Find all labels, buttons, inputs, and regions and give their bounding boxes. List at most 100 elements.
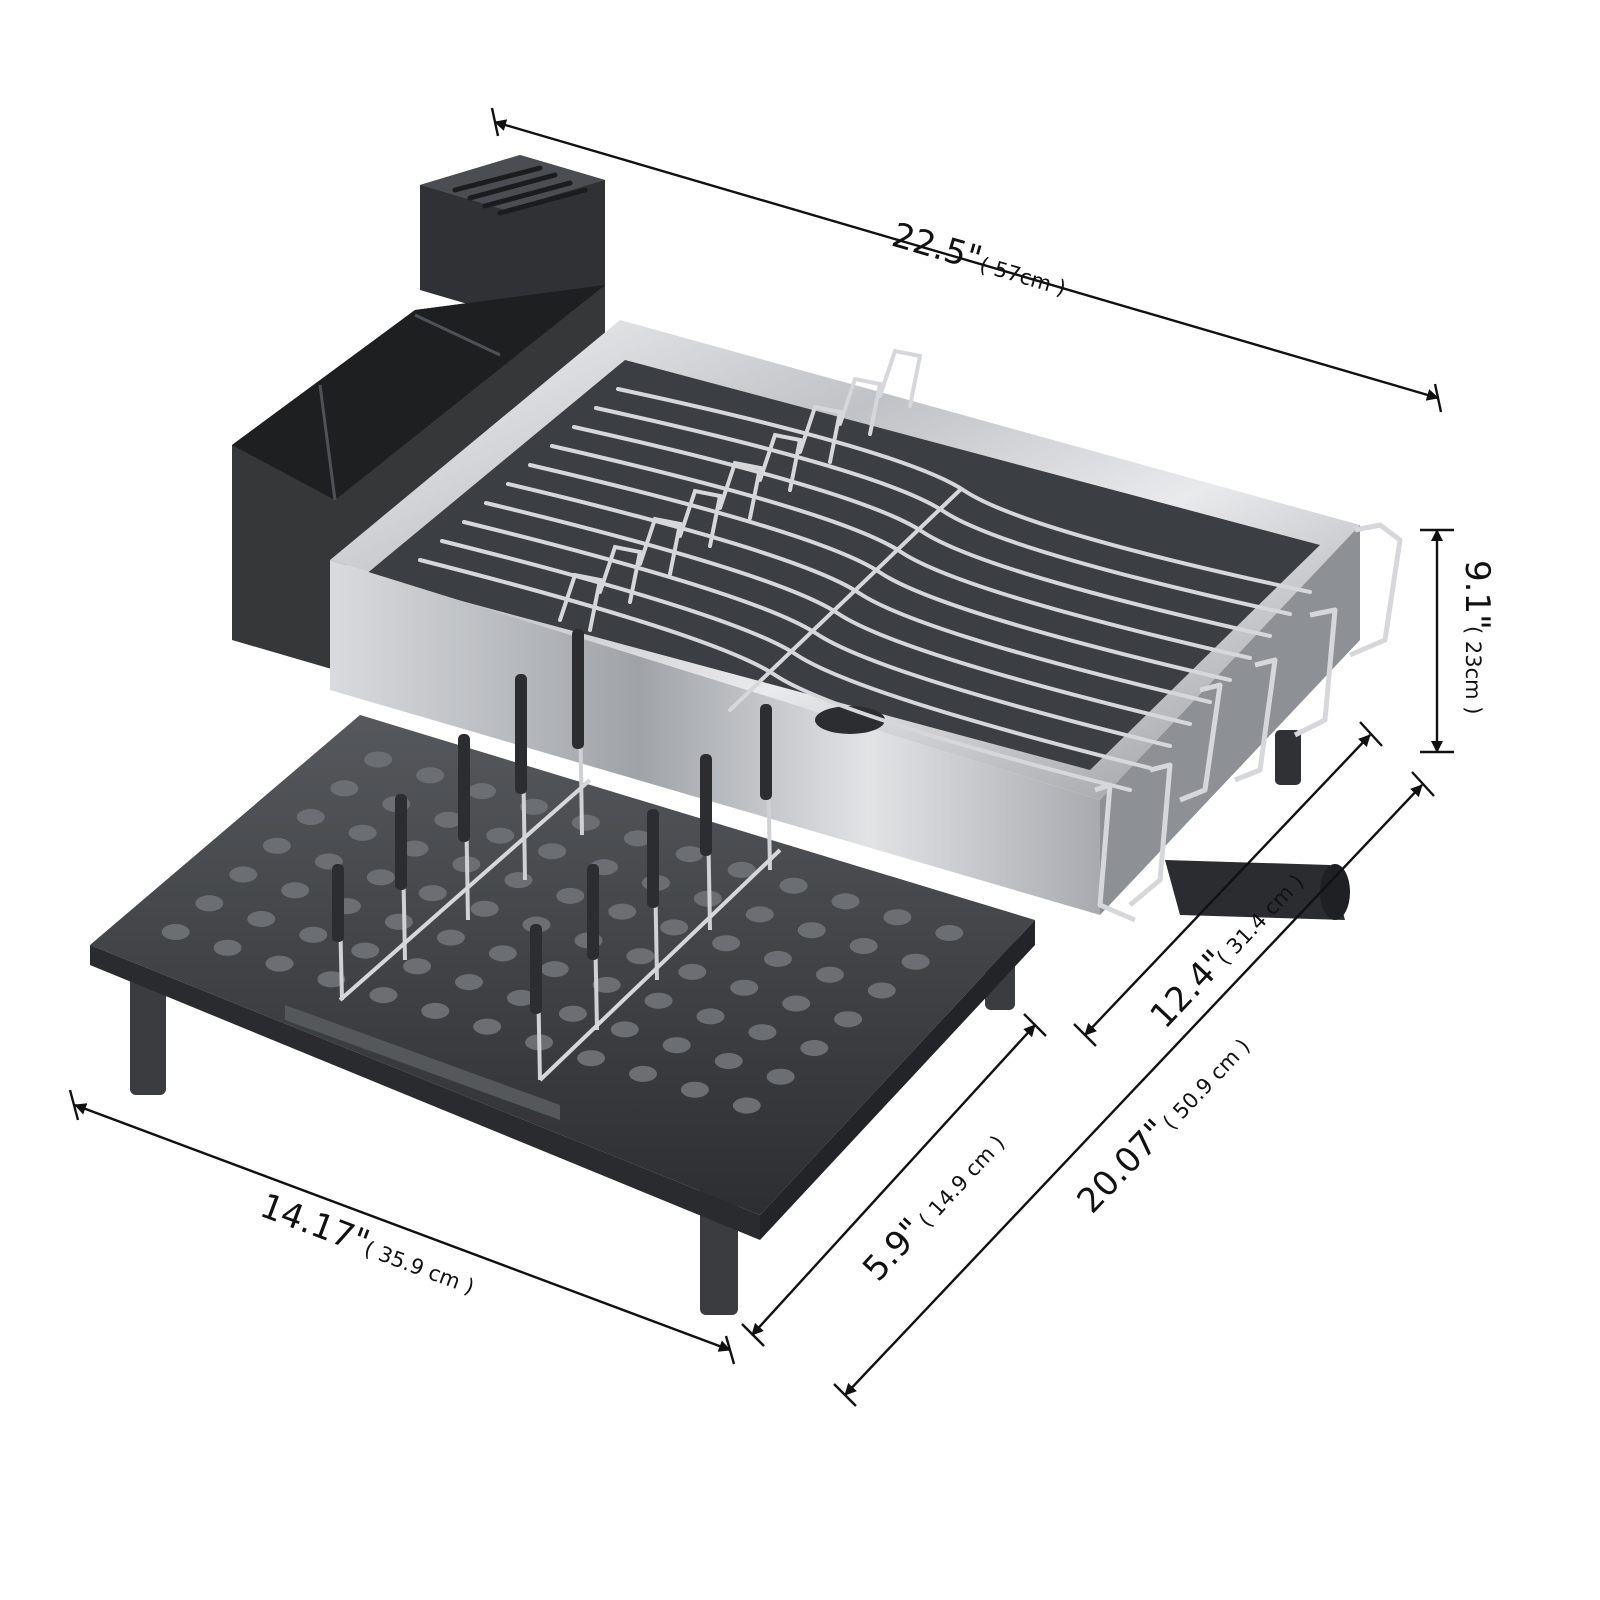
tray-bump [421, 1002, 450, 1019]
tray-bump [901, 953, 930, 970]
tray-bump [265, 955, 294, 972]
tray-bump [629, 1065, 657, 1082]
tray-bump [540, 961, 569, 978]
plate-pegs [332, 629, 772, 1081]
tray-bump [797, 922, 826, 939]
peg [395, 794, 407, 961]
basin-interior [365, 360, 1320, 770]
dish-tine [798, 404, 843, 464]
tray-bump [644, 992, 673, 1009]
tray-bump [470, 900, 499, 917]
tray-bump [262, 837, 291, 854]
tray-bump [730, 979, 759, 996]
label-width: 22.5" ( 57cm ) [887, 215, 1069, 301]
tray-bump [229, 866, 258, 883]
tray-bump [815, 966, 844, 983]
tray-bump [556, 887, 585, 904]
tray-bump [416, 767, 445, 784]
label-height: 9.1" ( 23cm ) [1457, 560, 1497, 714]
tray-bump [161, 924, 190, 940]
rack-wire [550, 444, 1252, 660]
peg [587, 864, 599, 1031]
tray-bump [678, 963, 707, 980]
tray-leg [130, 975, 166, 1095]
tray-bump [434, 811, 463, 828]
dimension-line-tray-depth [751, 1024, 1036, 1336]
tray-bump [418, 885, 447, 902]
tray-bump [696, 1008, 725, 1025]
tray-bump [538, 843, 567, 860]
tray-bump [680, 1081, 709, 1098]
dimension-line-width [494, 119, 1439, 401]
tray-bump [800, 1040, 829, 1056]
label-total-depth: 20.07" ( 50.9 cm ) [1070, 1034, 1255, 1221]
tray-bump [436, 929, 465, 946]
tray-bump [608, 903, 637, 920]
tray-bump [455, 974, 483, 991]
tray-bump [348, 824, 377, 841]
tray-bump [366, 869, 395, 886]
tray-bump [330, 780, 359, 797]
dimension-line-tray-width [74, 1103, 731, 1352]
dish-tine [638, 516, 683, 576]
tray-bump [782, 995, 811, 1012]
tray-bump [834, 1011, 863, 1028]
dish-tine [718, 460, 763, 520]
tray-bump [519, 798, 548, 815]
label-height-sub: ( 23cm ) [1461, 626, 1485, 714]
tray-bump [247, 911, 276, 927]
dish-tine [598, 544, 643, 604]
tray-bump [660, 919, 689, 936]
tray-bump [766, 1068, 795, 1085]
tray-bump [714, 1053, 743, 1069]
rack-wire [594, 406, 1292, 616]
rack-divider [728, 488, 962, 712]
tray-bump [623, 830, 652, 847]
tray-bump [507, 989, 535, 1006]
tray-bump [727, 861, 756, 878]
dish-tine [758, 432, 803, 492]
label-total-depth-main: 20.07" [1070, 1112, 1177, 1221]
label-tray-depth: 5.9" ( 14.9 cm ) [855, 1131, 1009, 1289]
tray-bump [935, 925, 964, 941]
tray-lip [285, 1005, 560, 1120]
peg [700, 754, 712, 931]
tray-bump [369, 987, 398, 1004]
label-tray-width-sub: ( 35.9 cm ) [361, 1236, 477, 1299]
tray-bump [384, 913, 413, 930]
tray-bump [364, 751, 393, 768]
peg [760, 704, 772, 871]
peg [572, 629, 584, 836]
tray-bump [468, 783, 496, 800]
label-width-sub: ( 57cm ) [977, 253, 1069, 301]
tray-bump [675, 846, 704, 863]
dish-tine [558, 572, 603, 632]
peg [530, 924, 542, 1081]
tray-bump [473, 1018, 502, 1035]
tray-bump [732, 1097, 761, 1114]
tray-bump [317, 971, 346, 988]
tray-bump [571, 814, 600, 831]
label-tray-width-main: 14.17" [255, 1186, 375, 1263]
tray-bump [486, 827, 515, 844]
label-width-main: 22.5" [887, 215, 986, 279]
wire-rack [418, 348, 1312, 792]
tray-bump [849, 938, 878, 954]
dimension-lines [68, 107, 1454, 1407]
dish-tine [678, 488, 723, 548]
tray-bump [400, 840, 429, 857]
peg [332, 864, 344, 1001]
tray-bump [504, 872, 533, 889]
tray-bump [592, 976, 621, 993]
rack-leg [1275, 730, 1301, 785]
tray-bump [883, 909, 912, 926]
tray-bump [403, 958, 432, 975]
label-height-main: 9.1" [1457, 560, 1497, 630]
tray-bump [745, 906, 774, 923]
rack-wire [616, 387, 1312, 594]
tray-bump [351, 942, 380, 959]
tray-bump [577, 1050, 606, 1067]
tray-bump [626, 948, 655, 965]
tray-bump [213, 939, 242, 956]
